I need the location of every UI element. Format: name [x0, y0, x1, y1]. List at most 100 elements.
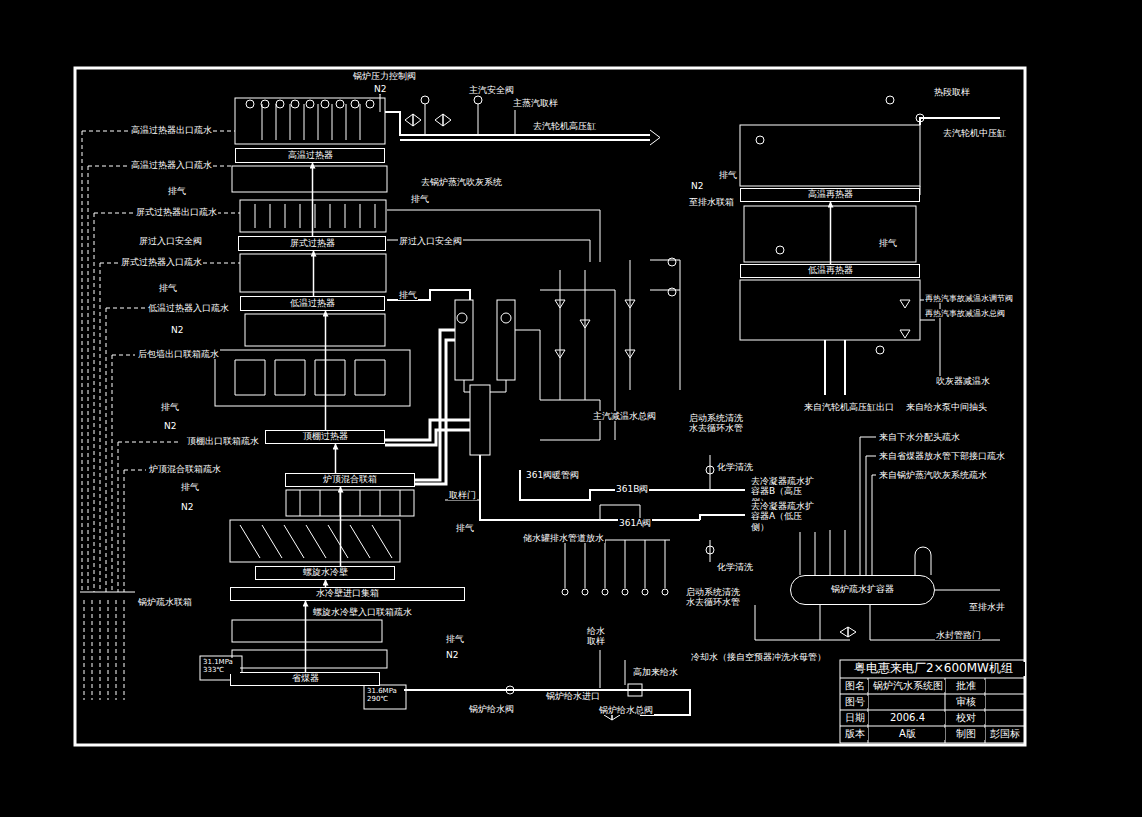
- annotation-label: 来自给水泵中间抽头: [905, 402, 988, 412]
- heat-exchanger-header: 水冷壁进口集箱: [230, 587, 465, 601]
- annotation-label: N2: [690, 181, 704, 191]
- annotation-label: 主汽安全阀: [468, 85, 515, 95]
- flow-pipe: [340, 487, 342, 566]
- component-name: 屏式过热器: [290, 239, 335, 248]
- component-name: 低温过热器: [290, 299, 335, 308]
- component-name: 高温再热器: [808, 190, 853, 199]
- annotation-label: 来自下水分配头疏水: [878, 432, 961, 442]
- annotation-label: 排气: [167, 186, 187, 196]
- annotation-label: 后包墙出口联箱疏水: [137, 349, 220, 359]
- annotation-label: 排气: [410, 194, 430, 204]
- title-block-cell: 锅炉汽水系统图: [870, 680, 945, 692]
- annotation-label: 低温过热器入口疏水: [147, 303, 230, 313]
- annotation-label: 去锅炉蒸汽吹灰系统: [420, 177, 503, 187]
- annotation-label: 锅炉压力控制阀: [352, 71, 417, 81]
- annotation-label: 吹灰器减温水: [935, 376, 991, 386]
- component-name: 省煤器: [292, 674, 319, 683]
- annotation-label: 冷却水（接自空预器冲洗水母管）: [690, 652, 827, 662]
- annotation-label: 热段取样: [933, 87, 971, 97]
- annotation-label: 取样门: [448, 490, 477, 500]
- title-block-cell: 版本: [842, 728, 868, 740]
- annotation-label: 顶棚出口联箱疏水: [186, 436, 260, 446]
- annotation-label: 361A阀: [618, 518, 652, 528]
- annotation-label: 给水取样: [586, 626, 606, 647]
- annotation-label: 排气: [158, 283, 178, 293]
- flash-tank: 锅炉疏水扩容器: [790, 575, 935, 605]
- component-name: 锅炉疏水扩容器: [831, 585, 894, 594]
- flow-pipe: [305, 601, 307, 672]
- annotation-label: 锅炉给水阀: [468, 704, 515, 714]
- annotation-label: 锅炉疏水联箱: [137, 597, 193, 607]
- flow-pipe: [313, 251, 315, 296]
- title-block-cell: 粤电惠来电厂2×600MW机组: [842, 662, 1025, 676]
- annotation-label: 31.6MPa 290℃: [366, 687, 404, 703]
- flow-pipe: [325, 580, 327, 587]
- flow-pipe: [830, 202, 832, 264]
- heat-exchanger-header: 低温过热器: [240, 296, 385, 311]
- annotation-label: 屏过入口安全阀: [398, 236, 463, 246]
- heat-exchanger-header: 炉顶混合联箱: [285, 473, 415, 487]
- flow-pipe: [325, 311, 327, 430]
- title-block-cell: 审核: [947, 696, 985, 708]
- title-block-cell: 图名: [842, 680, 868, 692]
- title-block-cell: A版: [870, 728, 945, 740]
- annotation-label: 来自汽轮机高压缸出口: [803, 402, 895, 412]
- annotation-label: 排气: [180, 482, 200, 492]
- annotation-label: 排气: [455, 523, 475, 533]
- annotation-label: 31.1MPa 333℃: [202, 658, 240, 674]
- annotation-label: N2: [180, 502, 194, 512]
- annotation-label: 至排水联箱: [688, 197, 735, 207]
- annotation-label: 去汽轮机中压缸: [942, 128, 1007, 138]
- heat-exchanger-header: 螺旋水冷壁: [255, 566, 395, 580]
- annotation-label: 启动系统清洗水去循环水管: [688, 413, 746, 434]
- annotation-label: 高温过热器出口疏水: [130, 125, 213, 135]
- heat-exchanger-header: 低温再热器: [740, 264, 920, 278]
- annotation-label: 主汽减温水总阀: [592, 411, 657, 421]
- title-block-cell: 制图: [947, 728, 985, 740]
- flow-pipe: [335, 444, 337, 473]
- annotation-label: 启动系统清洗水去循环水管: [685, 587, 743, 608]
- annotation-label: 至排水井: [968, 602, 1006, 612]
- annotation-label: 来自省煤器放水管下部接口疏水: [878, 451, 1006, 461]
- title-block-cell: 批准: [947, 680, 985, 692]
- annotation-label: 高温过热器入口疏水: [130, 160, 213, 170]
- annotation-label: 来自锅炉蒸汽吹灰系统疏水: [878, 470, 988, 480]
- annotation-label: 361B阀: [615, 484, 649, 494]
- annotation-label: 屏过入口安全阀: [138, 236, 203, 246]
- annotation-label: 高加来给水: [632, 667, 679, 677]
- annotation-label: 排气: [160, 402, 180, 412]
- title-block-cell: 图号: [842, 696, 868, 708]
- heat-exchanger-header: 高温再热器: [740, 188, 920, 202]
- annotation-label: 排气: [878, 238, 898, 248]
- annotation-label: 化学清洗: [716, 562, 754, 572]
- title-block-cell: 彭国标: [987, 728, 1023, 740]
- annotation-label: 排气: [398, 290, 418, 300]
- annotation-label: 去汽轮机高压缸: [532, 121, 597, 131]
- annotation-label: 再热汽事故减温水总阀: [924, 309, 1006, 318]
- annotation-label: 化学清洗: [716, 462, 754, 472]
- annotation-label: 储水罐排水管道放水: [522, 533, 605, 543]
- heat-exchanger-header: 省煤器: [230, 672, 380, 686]
- component-name: 水冷壁进口集箱: [316, 589, 379, 598]
- annotation-label: 排气: [718, 170, 738, 180]
- annotation-label: 排气: [445, 634, 465, 644]
- annotation-label: 屏式过热器入口疏水: [120, 257, 203, 267]
- component-name: 炉顶混合联箱: [323, 475, 377, 484]
- annotation-label: 炉顶混合联箱疏水: [148, 464, 222, 474]
- annotation-label: 水封管路门: [935, 630, 982, 640]
- annotation-label: 再热汽事故减温水调节阀: [924, 294, 1014, 303]
- annotation-label: 螺旋水冷壁入口联箱疏水: [312, 607, 413, 617]
- component-name: 顶棚过热器: [303, 432, 348, 441]
- component-name: 高温过热器: [288, 151, 333, 160]
- annotation-label: 361阀暖管阀: [525, 470, 580, 480]
- component-name: 低温再热器: [808, 266, 853, 275]
- title-block-cell: 2006.4: [870, 712, 945, 724]
- annotation-label: N2: [170, 325, 184, 335]
- heat-exchanger-header: 屏式过热器: [238, 236, 386, 251]
- flow-pipe: [312, 163, 314, 236]
- annotation-label: 主蒸汽取样: [512, 98, 559, 108]
- annotation-label: N2: [445, 650, 459, 660]
- heat-exchanger-header: 高温过热器: [235, 148, 385, 163]
- annotation-label: 屏式过热器出口疏水: [135, 207, 218, 217]
